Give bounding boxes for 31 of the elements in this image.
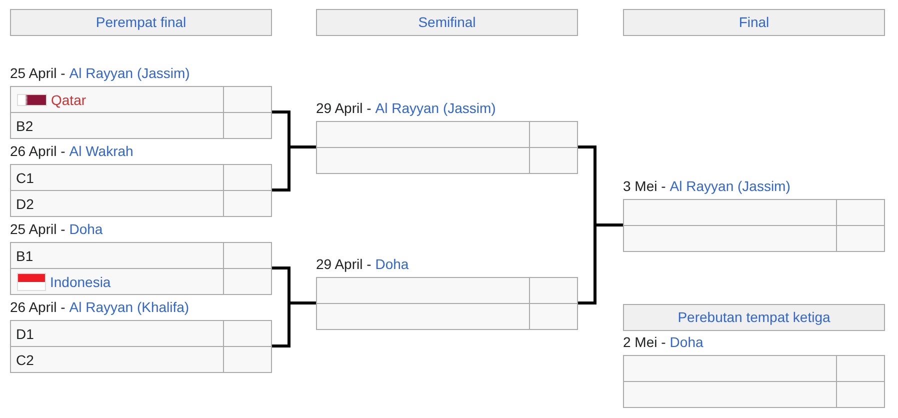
team-name: B2 (16, 118, 34, 134)
venue-link: Doha (375, 256, 409, 272)
team-name: C2 (16, 352, 34, 368)
match-date: 2 Mei - (623, 334, 666, 350)
round-header: Final (623, 9, 885, 36)
match-date: 29 April - (316, 256, 372, 272)
venue-link: Al Wakrah (69, 143, 134, 159)
team-name: Qatar (51, 92, 86, 108)
match-date: 25 April - (10, 221, 66, 237)
team-name: C1 (16, 170, 34, 186)
match-date: 26 April - (10, 143, 66, 159)
round-header: Perempat final (10, 9, 272, 36)
team-name: D1 (16, 326, 34, 342)
venue-link: Al Rayyan (Khalifa) (69, 299, 190, 315)
venue-link: Al Rayyan (Jassim) (375, 100, 496, 116)
bracket-line (272, 302, 316, 348)
match-date: 3 Mei - (623, 178, 666, 194)
bracket-line (578, 224, 623, 304)
team-name: Indonesia (50, 274, 111, 290)
team-name: D2 (16, 196, 34, 212)
venue-link: Doha (69, 221, 103, 237)
match-date: 25 April - (10, 65, 66, 81)
venue-link: Doha (670, 334, 704, 350)
round-header: Semifinal (316, 9, 578, 36)
venue-link: Al Rayyan (Jassim) (670, 178, 790, 194)
match-date: 29 April - (316, 100, 372, 116)
team-name: B1 (16, 248, 34, 264)
bracket-line (272, 146, 316, 192)
round-header: Perebutan tempat ketiga (623, 304, 885, 331)
match-date: 26 April - (10, 299, 66, 315)
venue-link: Al Rayyan (Jassim) (69, 65, 190, 81)
